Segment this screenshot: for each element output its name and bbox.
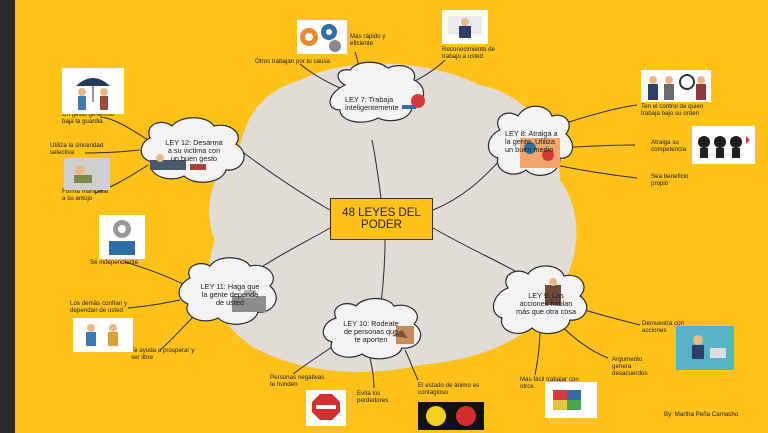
gear-head-icon [99, 215, 145, 259]
note-beneficio: Sea beneficio propio [651, 173, 689, 187]
law-9-text: LEY 9: Las acciones hablan más que otra … [515, 291, 577, 316]
note-demas-confian: Los demás confían y dependan de usted [70, 300, 128, 314]
laptop-man-icon [676, 326, 734, 370]
law-11-text: LEY 11: Haga que la gente dependa de ust… [200, 282, 260, 307]
note-atraiga: Atraiga su competencia [651, 139, 687, 153]
note-otros-trabajan: Otros trabajan por tu causa [255, 58, 330, 65]
note-evita: Evita los perdedores [357, 390, 389, 404]
note-demuestra: Demuestra con acciones [642, 320, 684, 334]
central-title-box: 48 LEYES DEL PODER [330, 198, 433, 240]
stop-sign-icon [306, 390, 346, 426]
relaxing-man-icon [64, 158, 110, 190]
cloud-ley7 [329, 61, 425, 123]
note-te-ayuda: Te ayuda a prosperar y ser libre [131, 347, 195, 361]
law-7-text: LEY 7: Trabaja inteligentemente [345, 95, 399, 112]
ley12-relaxing-man-icon [150, 154, 206, 170]
businessman-icon [442, 10, 488, 44]
left-dark-stripe [0, 0, 15, 433]
note-un-gesto: Un gesto generoso baja la guardia [62, 111, 115, 125]
team-icon [641, 70, 711, 102]
ley9-figures-icon [545, 278, 561, 305]
law-8-text: LEY 8: Atraiga a la gente. Utiliza un bu… [505, 129, 558, 154]
cloud-ley9 [492, 265, 588, 335]
puzzle-hands-icon [545, 382, 597, 418]
note-manipular: Forma manipular a su antojo [62, 188, 109, 202]
central-title: 48 LEYES DEL PODER [342, 207, 421, 231]
note-mas-facil: Más fácil trabajar con otros [520, 376, 579, 390]
ley8-hands-icon [520, 138, 560, 168]
gears-icon [297, 20, 347, 54]
smileys-icon [418, 402, 484, 430]
ley7-bulb-icon [402, 94, 425, 109]
note-argumento: Argumento genera desacuerdos [612, 356, 648, 377]
ley10-hands-icon [392, 326, 414, 344]
law-10-text: LEY 10: Rodeate de personas que te aport… [343, 319, 399, 344]
meeting-icon [73, 318, 133, 352]
note-sinceridad: Utiliza la sinceridad selectiva [50, 142, 104, 156]
umbrella-handshake-icon [62, 68, 124, 114]
credit-text: By: Martha Peña Camacho [664, 411, 739, 418]
note-ten-control: Ten el control de quien trabaja bajo su … [641, 103, 704, 117]
ley11-puzzle-icon [232, 290, 266, 312]
law-12-text: LEY 12: Desarma a su victima con un buen… [165, 138, 223, 163]
note-estado-animo: El estado de ánimo es contagioso [418, 382, 480, 396]
note-personas-negativas: Personas negativas te hunden [270, 374, 325, 388]
note-mas-rapido: Más rápido y eficiente [350, 33, 386, 47]
chess-pieces-icon [692, 126, 755, 164]
note-reconocimiento: Reconocimiento de trabajo a usted [442, 46, 495, 60]
note-independiente: Sé independiente [90, 259, 139, 266]
